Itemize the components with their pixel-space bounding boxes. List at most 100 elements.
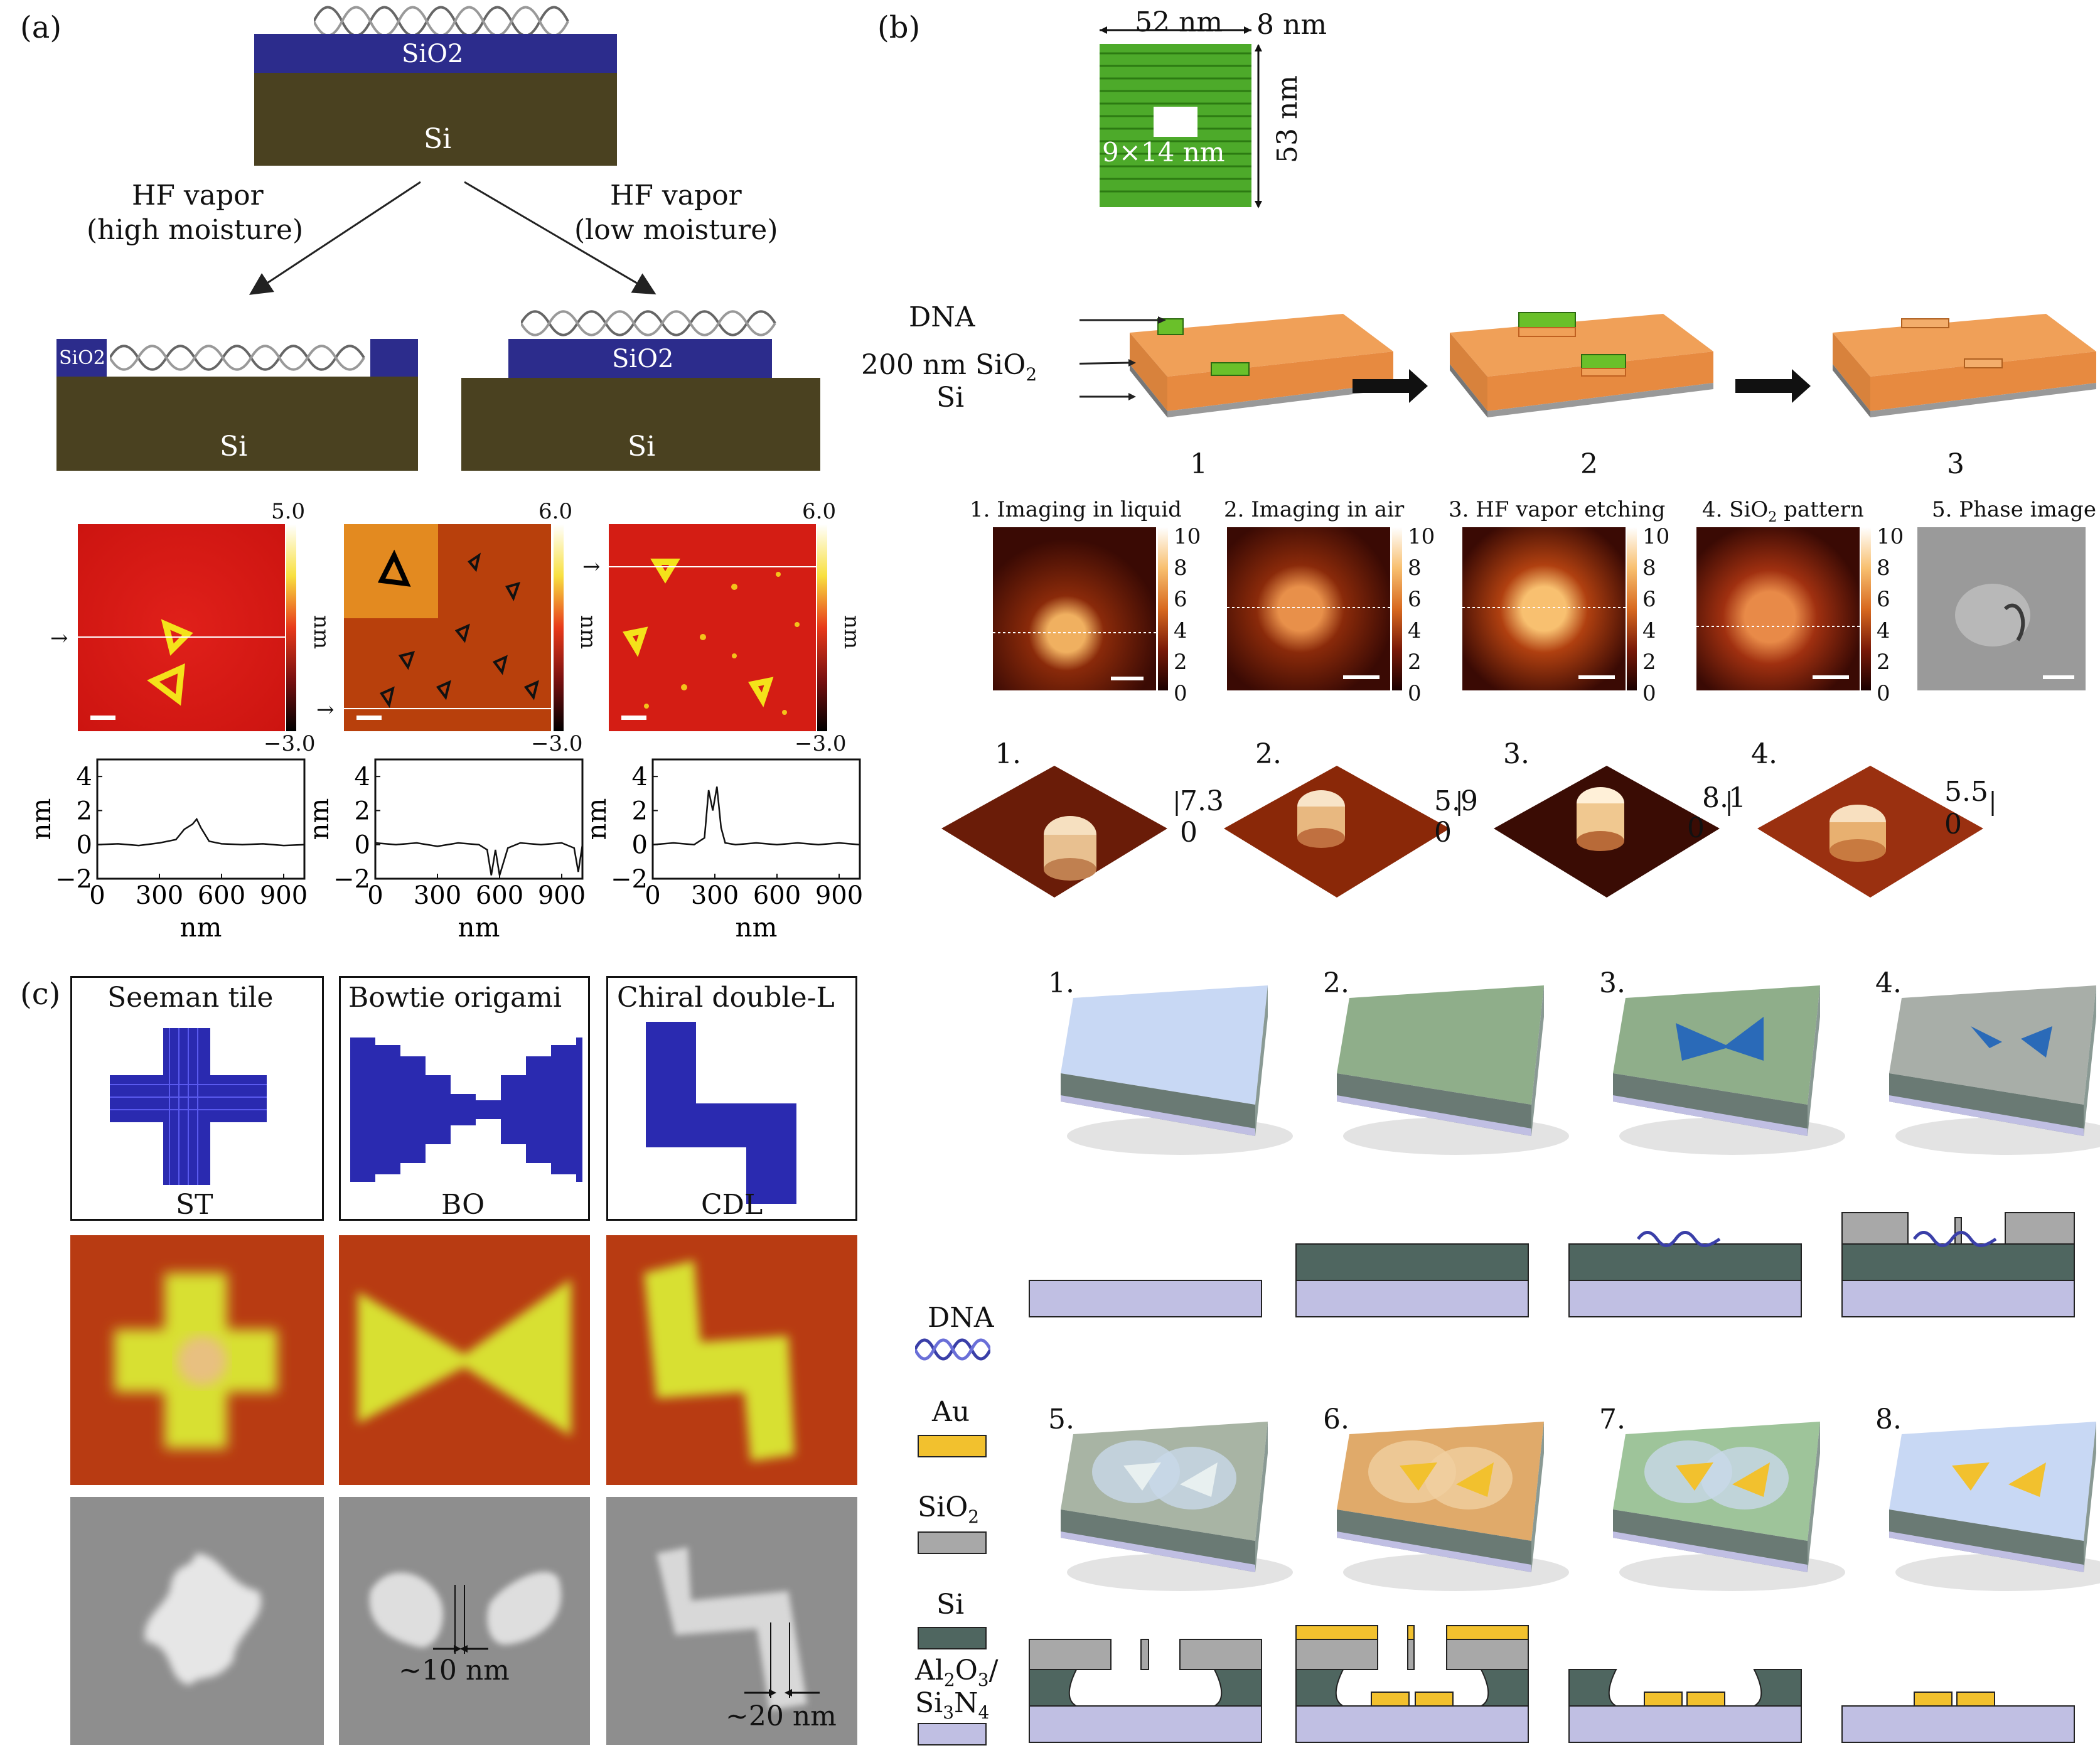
fab-triangle-left [1676,1462,1713,1491]
xs-sio2-pillar [1407,1639,1415,1670]
afm-colorbar-2-min: −3.0 [531,731,583,756]
xs-au-bottom-right [1415,1692,1454,1707]
profile-xtick-label: 600 [476,881,523,910]
colorbar-tick-1-0: 0 [1174,681,1187,706]
fab-base [1061,1095,1255,1136]
xs-si-left [1295,1669,1344,1707]
afm-image-bo [339,1235,590,1485]
fab-top [1061,985,1268,1105]
bowtie-origami-design [350,1038,582,1182]
profile-ytick-label: −2 [611,865,648,894]
afm-colorbar-2 [554,524,564,731]
xs-si [1568,1243,1802,1281]
profile-ytick-label: 0 [77,831,92,860]
dim-height: 53 nm [1272,75,1304,163]
fab-step-3: 3. [1599,967,1626,999]
xs-au-left [1295,1625,1378,1640]
panel-a-label: (a) [20,10,62,45]
afm-image-liquid [993,527,1156,690]
legend-dna-label: DNA [928,1302,994,1334]
afm-map-1-arrow: → [50,626,68,651]
fab-shadow [1067,1117,1293,1155]
gap-label-bo: ~10 nm [399,1654,510,1686]
xs-substrate [1295,1705,1529,1743]
view3d-4-max: 5.5 [1944,776,1988,808]
design-abbr-st: ST [176,1189,213,1221]
xs-au-right [1686,1692,1725,1707]
fab-render-1 [1061,985,1293,1155]
dna-helix-right [521,310,776,336]
afm-map-3-arrow: → [582,554,601,579]
profile-xtick-label: 300 [136,881,183,910]
profile-xtick-label: 900 [538,881,586,910]
fab-triangle-right [1456,1462,1494,1497]
colorbar-tick-4-2: 2 [1877,650,1890,675]
fab-step-6: 6. [1323,1403,1349,1435]
panel-b-label: (b) [877,10,921,45]
dna-helix-left [110,345,365,371]
afm-image-hf [1462,527,1626,690]
fab-step-7: 7. [1599,1403,1626,1435]
colorbar-tick-3-0: 0 [1642,681,1656,706]
top-substrate: Si [254,73,617,166]
xs-substrate [1029,1705,1262,1743]
right-result-substrate-label: Si [628,431,656,463]
xs-sio2-pillar [1140,1639,1149,1670]
profile-ytick-label: −2 [333,865,370,894]
sem-image-cdl: ~20 nm [606,1497,857,1745]
process-chips [1079,312,2096,417]
top-substrate-label: Si [424,123,452,155]
fab-render-5 [1061,1422,1293,1591]
profile-ylabel: nm [26,798,56,840]
sem-image-st [70,1497,324,1745]
panel-c-label: (c) [20,977,61,1012]
afm-title-1: 1. Imaging in liquid [970,497,1182,522]
profile-xtick-label: 0 [89,881,105,910]
fab-side [1808,1422,1820,1572]
fab-side [1255,1422,1268,1572]
afm-image-air [1227,527,1390,690]
afm-colorbar-2-unit: nm [576,614,601,650]
profile-ylabel: nm [581,798,612,840]
legend-substrate-swatch [918,1723,987,1745]
profile-line [375,842,584,876]
fab-base [1613,1531,1808,1572]
design-title-cdl: Chiral double-L [617,982,835,1014]
afm-colorbar-liquid [1158,527,1168,690]
fab-triangle-left [1952,1462,1990,1491]
afm-title-3: 3. HF vapor etching [1449,497,1666,522]
colorbar-tick-1-4: 4 [1174,618,1187,643]
profile-xtick-label: 900 [260,881,308,910]
fab-side [1531,985,1544,1136]
profile-frame [96,758,306,880]
fab-side [1255,985,1268,1136]
left-result-oxide-right [370,339,418,377]
colorbar-tick-3-2: 2 [1642,650,1656,675]
dim-width: 52 nm [1135,6,1223,38]
fab-shadow [1343,1117,1569,1155]
stack-label-si: Si [936,382,965,414]
fab-side [2084,1422,2096,1572]
fab-top [1337,985,1544,1105]
legend-si-label: Si [936,1589,965,1621]
afm-colorbar-1 [286,524,296,731]
legend-dna-icon [915,1338,990,1361]
profile-ytick-label: 4 [77,763,92,791]
xs-au-right [1956,1692,1995,1707]
xs-si-left [1568,1669,1617,1707]
colorbar-tick-2-4: 4 [1408,618,1422,643]
afm-map-1 [78,524,285,731]
design-frame-st: Seeman tile ST [70,976,324,1221]
afm-map-2 [344,524,551,731]
colorbar-tick-2-6: 6 [1408,587,1422,612]
fab-side [1531,1422,1544,1572]
afm-colorbar-1-max: 5.0 [271,499,306,524]
legend-si-swatch [918,1627,987,1649]
view3d-3-num: 3. [1503,738,1529,770]
colorbar-tick-1-10: 10 [1174,524,1201,549]
dim-hole: 9×14 nm [1102,137,1225,168]
view3d-2-max: 5.9 [1434,785,1478,817]
profile-ytick-label: 2 [632,796,648,825]
chiral-double-l-design [646,1022,796,1204]
